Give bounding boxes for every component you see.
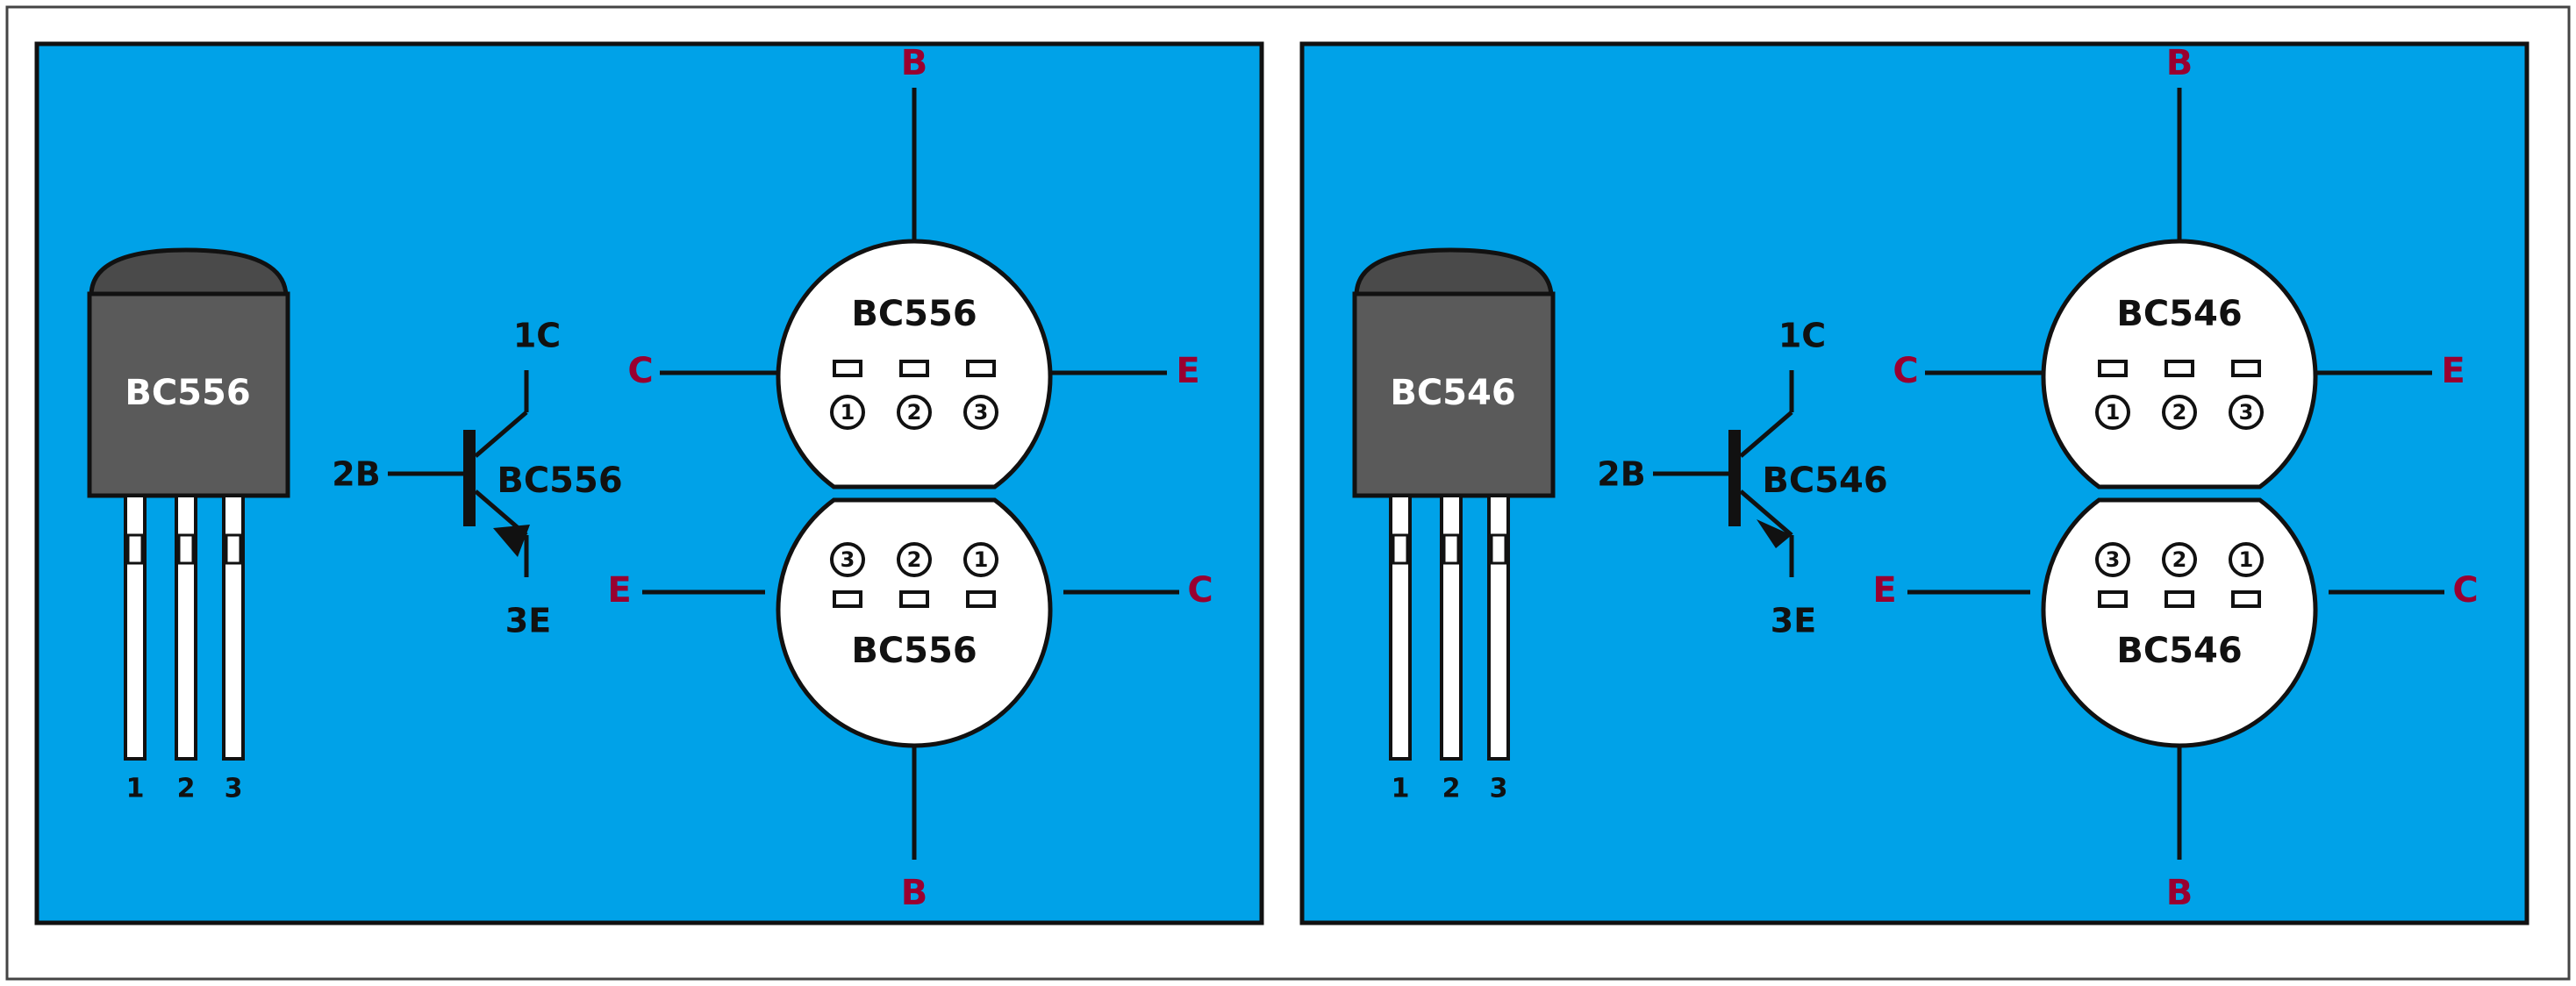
- bottom-view-part-name: BC556: [851, 631, 977, 671]
- bottom-pin-circle-3: [963, 542, 998, 577]
- package-body: [87, 291, 290, 498]
- bottom-pin-number-1: 3: [841, 547, 855, 572]
- package-dome: [89, 247, 289, 298]
- top-c-label: C: [627, 351, 653, 391]
- top-pin-number-3: 3: [974, 400, 989, 425]
- top-pad-3: [2231, 360, 2261, 377]
- emitter-label: 3E: [505, 602, 551, 640]
- leg-number-3: 3: [225, 774, 243, 804]
- bottom-pad-1: [2098, 590, 2128, 608]
- top-b-label: B: [901, 43, 928, 83]
- bottom-pin-number-3: 1: [974, 547, 989, 572]
- top-pad-1: [2098, 360, 2128, 377]
- bottom-pin-number-3: 1: [2239, 547, 2254, 572]
- base-label: 2B: [1597, 455, 1645, 494]
- emitter-arrow-in: [493, 525, 530, 557]
- transistor-symbol: 1C 2B 3E BC546: [1597, 317, 1887, 640]
- top-pin-circle-3: [963, 395, 998, 430]
- bottom-pad-2: [899, 590, 929, 608]
- bottom-e-label: E: [1872, 570, 1896, 611]
- emitter-diagonal: [1739, 489, 1793, 537]
- bottom-view-outline: [2041, 497, 2318, 748]
- bottom-c-label: C: [1187, 570, 1213, 611]
- top-pin-number-2: 2: [2172, 400, 2187, 425]
- top-pad-2: [2165, 360, 2194, 377]
- top-pin-circle-3: [2229, 395, 2264, 430]
- base-bar: [1728, 430, 1741, 526]
- collector-label: 1C: [513, 317, 561, 355]
- bottom-view-outline: [776, 497, 1053, 748]
- leg-bend-3: [1490, 533, 1507, 565]
- top-c-label: C: [1893, 351, 1918, 391]
- bottom-e-label: E: [607, 570, 631, 611]
- bottom-view-part-name: BC546: [2116, 631, 2242, 671]
- bottom-pad-1: [833, 590, 862, 608]
- bottom-pin-circle-2: [897, 542, 932, 577]
- bottom-b-label: B: [901, 873, 928, 913]
- top-pin-circle-2: [2162, 395, 2197, 430]
- bottom-c-label: C: [2452, 570, 2478, 611]
- leg-bend-1: [1392, 533, 1409, 565]
- leg-number-1: 1: [1392, 774, 1410, 804]
- base-bar: [463, 430, 476, 526]
- collector-diagonal: [474, 411, 528, 458]
- bottom-pin-circle-3: [2229, 542, 2264, 577]
- top-pin-number-1: 1: [2106, 400, 2121, 425]
- bottom-pin-circle-2: [2162, 542, 2197, 577]
- bottom-pad-3: [2231, 590, 2261, 608]
- package-label: BC556: [125, 373, 250, 413]
- collector-diagonal: [1739, 411, 1793, 458]
- top-pad-1: [833, 360, 862, 377]
- top-view: B C E BC556 1 2 3: [627, 43, 1200, 489]
- bottom-pin-circle-1: [830, 542, 865, 577]
- bottom-pin-number-1: 3: [2106, 547, 2121, 572]
- leg-bend-2: [1442, 533, 1460, 565]
- leg-number-2: 2: [1442, 774, 1461, 804]
- top-view-part-name: BC546: [2116, 294, 2242, 334]
- leg-number-1: 1: [126, 774, 145, 804]
- collector-label: 1C: [1778, 317, 1826, 355]
- emitter-arrow-out: [1757, 519, 1792, 548]
- leg-bend-3: [225, 533, 242, 565]
- bottom-b-label: B: [2166, 873, 2193, 913]
- bottom-pad-2: [2165, 590, 2194, 608]
- top-pin-number-1: 1: [841, 400, 855, 425]
- top-view: B C E BC546 1 2 3: [1893, 43, 2465, 489]
- package-dome: [1354, 247, 1554, 298]
- package-body: [1352, 291, 1556, 498]
- top-e-label: E: [1176, 351, 1199, 391]
- leg-number-2: 2: [177, 774, 196, 804]
- bottom-pad-3: [966, 590, 996, 608]
- top-pin-circle-1: [2095, 395, 2130, 430]
- bottom-pin-number-2: 2: [2172, 547, 2187, 572]
- top-view-part-name: BC556: [851, 294, 977, 334]
- top-pad-2: [899, 360, 929, 377]
- top-pin-number-2: 2: [907, 400, 922, 425]
- transistor-symbol: 1C 2B 3E BC556: [332, 317, 622, 640]
- top-e-label: E: [2441, 351, 2465, 391]
- symbol-part-name: BC546: [1762, 461, 1887, 501]
- top-pin-number-3: 3: [2239, 400, 2254, 425]
- bottom-pin-circle-1: [2095, 542, 2130, 577]
- top-b-label: B: [2166, 43, 2193, 83]
- leg-bend-1: [126, 533, 144, 565]
- package-label: BC546: [1390, 373, 1515, 413]
- base-label: 2B: [332, 455, 380, 494]
- top-pin-circle-2: [897, 395, 932, 430]
- top-pin-circle-1: [830, 395, 865, 430]
- symbol-part-name: BC556: [497, 461, 622, 501]
- bottom-pin-number-2: 2: [907, 547, 922, 572]
- emitter-label: 3E: [1771, 602, 1816, 640]
- leg-number-3: 3: [1490, 774, 1508, 804]
- top-pad-3: [966, 360, 996, 377]
- leg-bend-2: [177, 533, 195, 565]
